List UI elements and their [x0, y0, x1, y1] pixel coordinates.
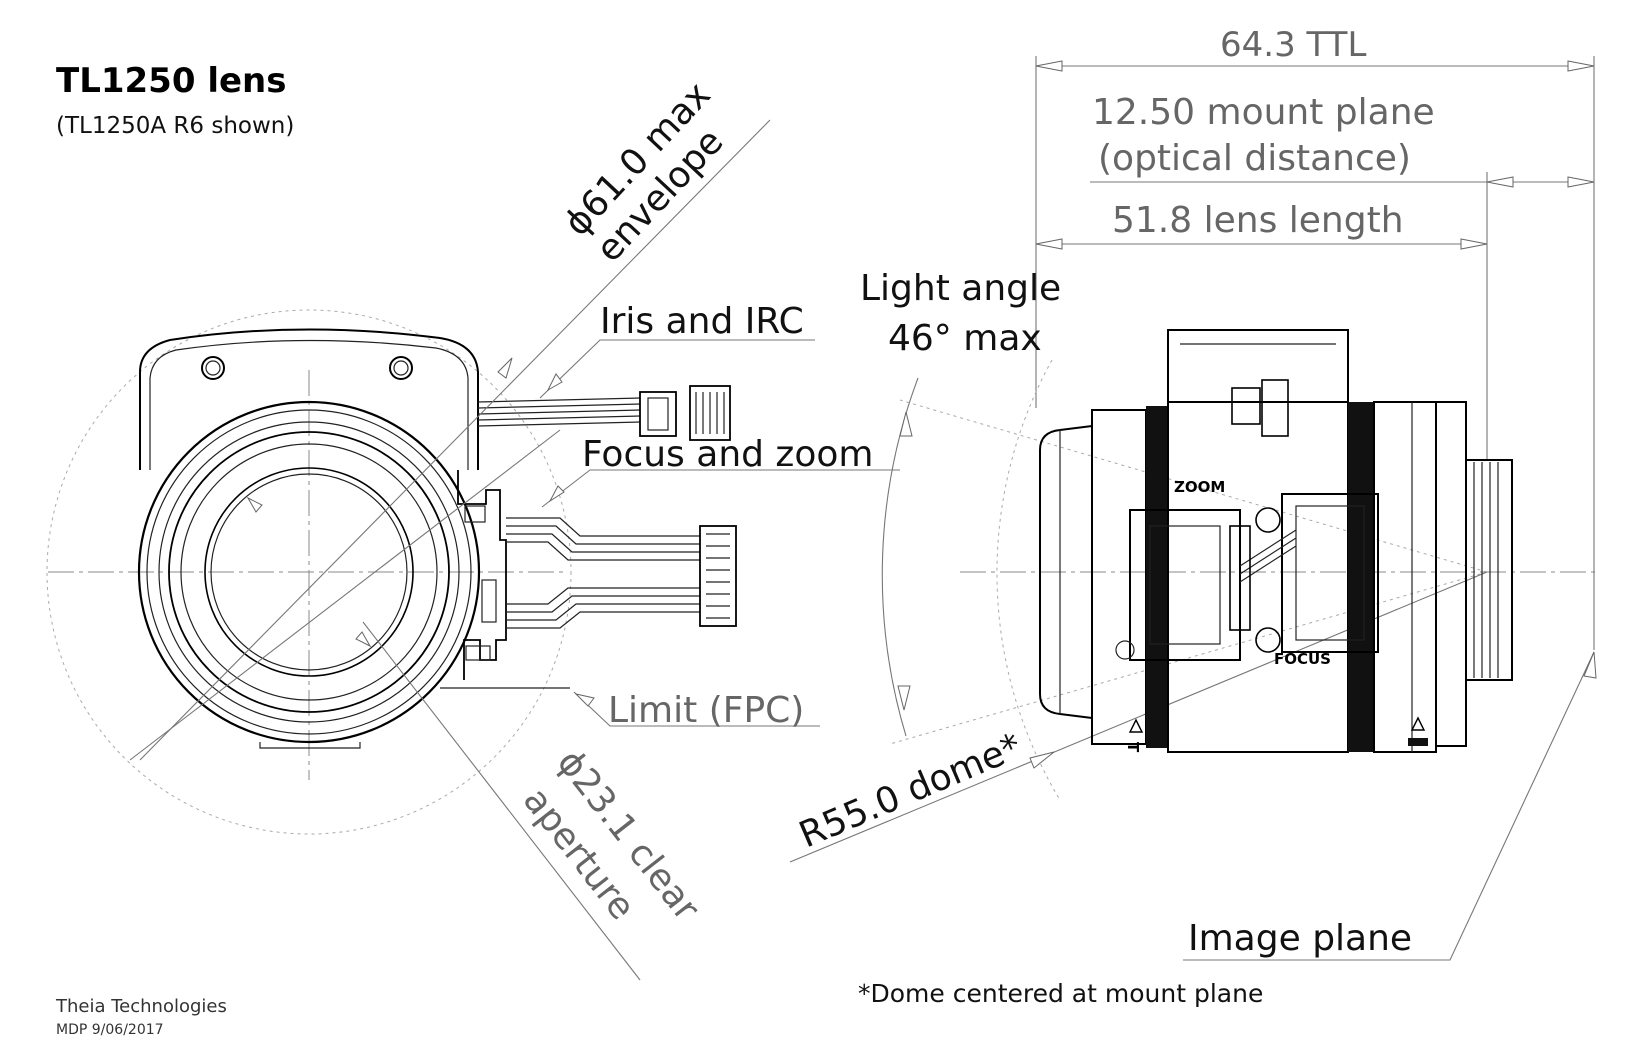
lens-ring-5	[180, 443, 438, 701]
rear-triangle	[1410, 716, 1426, 731]
angle-arrow-top	[899, 411, 913, 437]
zoom-screw	[1255, 507, 1281, 533]
iris-arrow	[546, 373, 563, 392]
mount-hole-right	[389, 356, 413, 380]
zoom-module-inner	[1149, 525, 1221, 645]
lens-length-label: 51.8 lens length	[1112, 200, 1404, 241]
front-view	[46, 119, 900, 981]
focus-module	[1281, 493, 1379, 653]
light-angle-label-line1: Light angle	[860, 268, 1061, 309]
flex-strip-3	[1239, 545, 1297, 583]
lens-barrel-mid	[1167, 401, 1349, 753]
rear-flange	[1435, 401, 1467, 747]
zoom-module	[1129, 509, 1241, 661]
dome-arrow	[1029, 751, 1055, 769]
lens-ring-inner	[210, 473, 408, 671]
tele-triangle	[1128, 718, 1144, 733]
focus-zoom-cable	[506, 517, 737, 629]
lens-top-housing	[139, 328, 479, 470]
credit-company: Theia Technologies	[55, 996, 227, 1017]
mount-arrow-left	[1486, 176, 1514, 188]
length-arrow-left	[1035, 238, 1063, 250]
ttl-arrow-right	[1567, 60, 1595, 72]
dome-arc	[996, 359, 1061, 801]
drawing-subtitle: (TL1250A R6 shown)	[56, 113, 294, 139]
side-view	[789, 56, 1600, 961]
light-angle-arc	[881, 377, 919, 737]
rear-mark	[1408, 738, 1428, 746]
focus-mark: FOCUS	[1274, 650, 1331, 668]
envelope-arrow	[497, 357, 513, 379]
mount-hole-right-inner	[393, 360, 409, 376]
top-housing-block	[1167, 329, 1349, 403]
limit-label: Limit (FPC)	[608, 690, 804, 731]
bracket-tab-top	[464, 505, 486, 523]
top-connector	[1231, 387, 1261, 425]
focus-zoom-leader	[541, 469, 900, 508]
bottom-rim	[259, 742, 361, 749]
image-plane-leader	[1183, 651, 1595, 961]
lens-ring-2	[146, 409, 472, 735]
aperture-arrow-1	[246, 496, 263, 513]
focus-arrow	[548, 485, 565, 503]
envelope-leader	[139, 119, 771, 761]
lens-barrel-front	[1091, 409, 1147, 745]
dome-label: R55.0 dome*	[793, 726, 1027, 856]
ttl-arrow-left	[1035, 60, 1063, 72]
knurl-ring-front	[1146, 406, 1168, 748]
iris-leader	[539, 339, 815, 399]
center-connector	[1229, 525, 1251, 631]
flex-strip-1	[1239, 529, 1297, 567]
bracket-tab-mid	[481, 579, 497, 623]
top-connector-2	[1261, 379, 1289, 437]
aperture-leader	[362, 621, 641, 981]
lens-outer-ring	[137, 400, 481, 744]
tele-mark: T	[1124, 742, 1142, 753]
angle-arrow-bottom	[897, 685, 911, 711]
light-angle-label-line2: 46° max	[888, 318, 1042, 359]
mount-arrow-right	[1567, 176, 1595, 188]
ttl-label: 64.3 TTL	[1220, 25, 1366, 65]
lens-ring-4	[168, 431, 450, 713]
focus-zoom-label: Focus and zoom	[582, 434, 873, 475]
light-ray-bottom	[889, 571, 1488, 745]
iris-cable	[477, 385, 731, 441]
iris-label: Iris and IRC	[600, 301, 804, 342]
length-arrow-right	[1460, 238, 1488, 250]
lens-ring-3	[158, 421, 460, 723]
mount-hole-left	[201, 356, 225, 380]
aperture-arrow-2	[355, 631, 372, 648]
focus-screw	[1255, 627, 1281, 653]
side-bracket	[457, 470, 507, 680]
max-envelope-circle	[46, 309, 572, 835]
focus-module-inner	[1295, 505, 1365, 641]
aperture-dim-line	[129, 429, 561, 761]
side-screw	[1115, 640, 1135, 660]
flex-strip-2	[1239, 537, 1297, 575]
image-plane-label: Image plane	[1188, 918, 1412, 959]
drawing-title: TL1250 lens	[56, 61, 286, 101]
image-plane-arrow	[1583, 651, 1597, 679]
mount-thread	[1465, 459, 1513, 681]
mount-plane-label-line2: (optical distance)	[1098, 138, 1411, 179]
footnote: *Dome centered at mount plane	[858, 979, 1263, 1008]
zoom-mark: ZOOM	[1174, 478, 1225, 496]
mount-plane-label-line1: 12.50 mount plane	[1092, 92, 1435, 133]
lens-top-housing-inner	[149, 339, 469, 470]
mount-hole-left-inner	[205, 360, 221, 376]
lens-barrel-rear	[1373, 401, 1437, 753]
credit-initials-date: MDP 9/06/2017	[56, 1022, 164, 1038]
knurl-ring-rear	[1348, 402, 1374, 752]
clear-aperture-circle	[204, 467, 414, 677]
limit-arrow	[574, 693, 595, 707]
bracket-tab-bottom	[465, 645, 491, 661]
